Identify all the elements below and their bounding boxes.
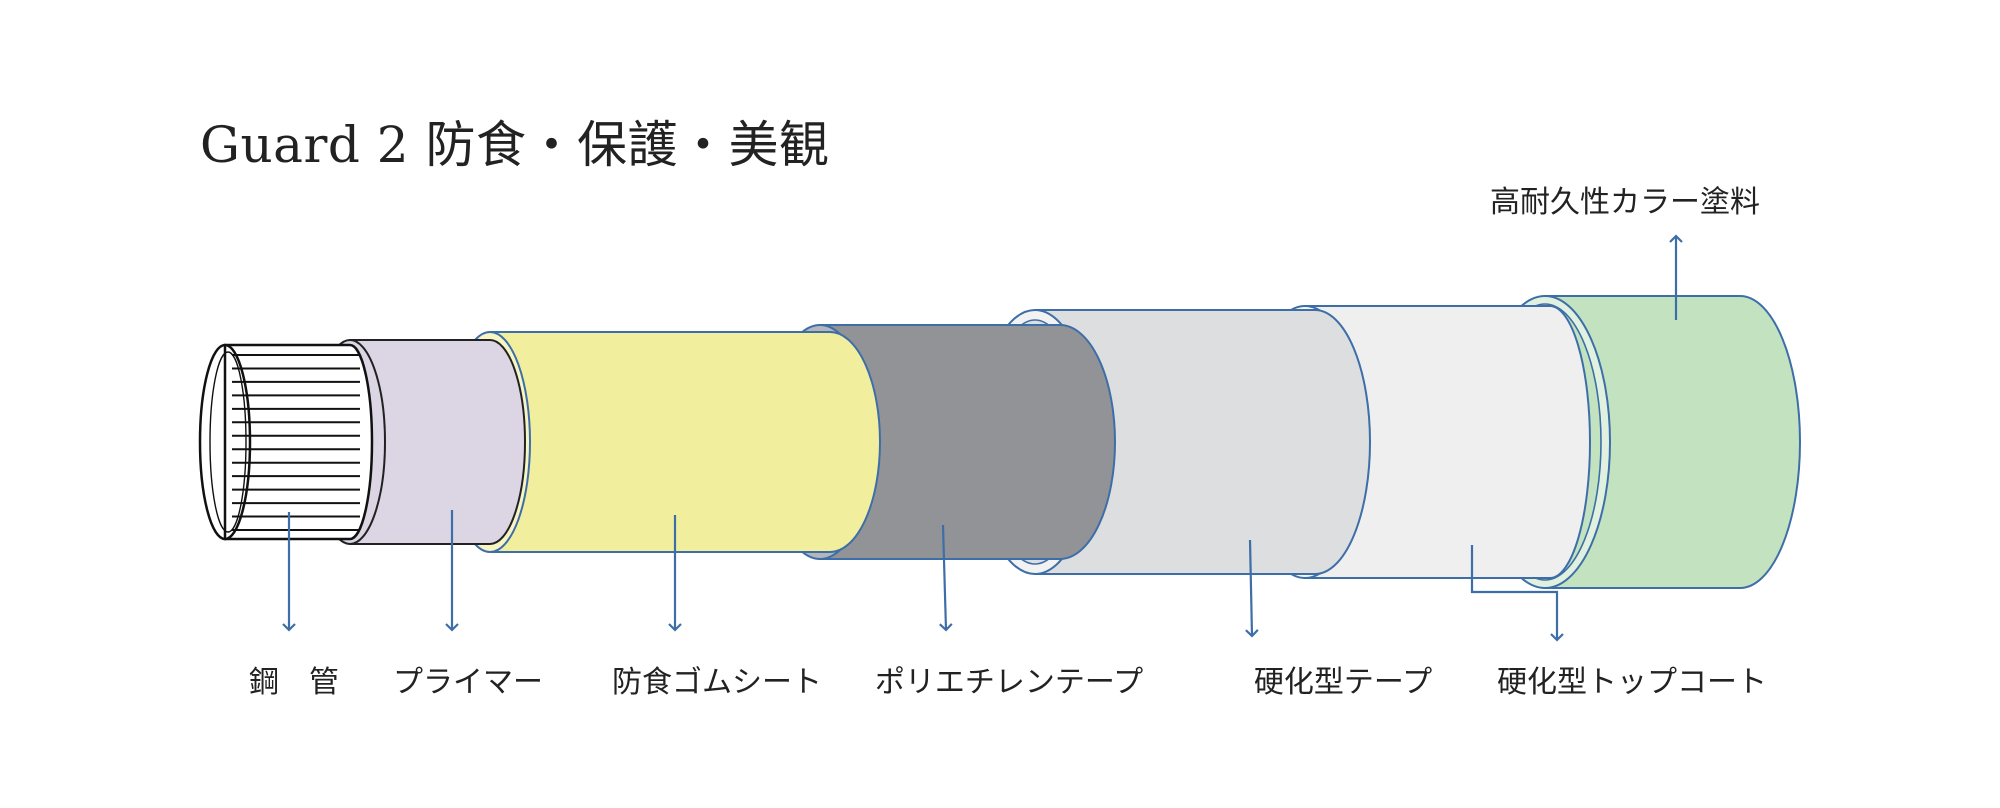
label-arrows: [282, 234, 1683, 642]
label-primer: プライマー: [393, 665, 543, 700]
steel-pipe-body: [223, 343, 374, 541]
diagram-title: Guard 2 防食・保護・美観: [200, 116, 830, 174]
label-steel-pipe: 鋼 管: [249, 665, 339, 700]
label-anticorrosion-rubber-sheet: 防食ゴムシート: [612, 665, 822, 700]
label-durable-color-paint: 高耐久性カラー塗料: [1490, 185, 1760, 220]
arrow-hardening-tape: [1245, 539, 1259, 638]
layer-durable-color-paint-body: [1544, 295, 1801, 589]
label-hardening-top-coat: 硬化型トップコート: [1497, 665, 1767, 700]
layer-hardening-top-coat-body: [1304, 305, 1591, 579]
steel-pipe-front-rim: [198, 343, 252, 541]
arrow-polyethylene-tape: [939, 524, 953, 632]
layer-primer-body: [349, 339, 526, 545]
label-polyethylene-tape: ポリエチレンテープ: [874, 665, 1144, 700]
arrow-hardening-top-coat: [1470, 545, 1564, 642]
steel-pipe-lines: [232, 354, 360, 531]
layer-hardening-tape-body: [1034, 309, 1371, 575]
layer-polyethylene-tape-body: [819, 324, 1116, 560]
label-hardening-tape: 硬化型テープ: [1253, 665, 1433, 700]
layer-steel-pipe: [198, 343, 374, 541]
layer-anticorrosion-rubber-sheet-body: [489, 331, 881, 553]
